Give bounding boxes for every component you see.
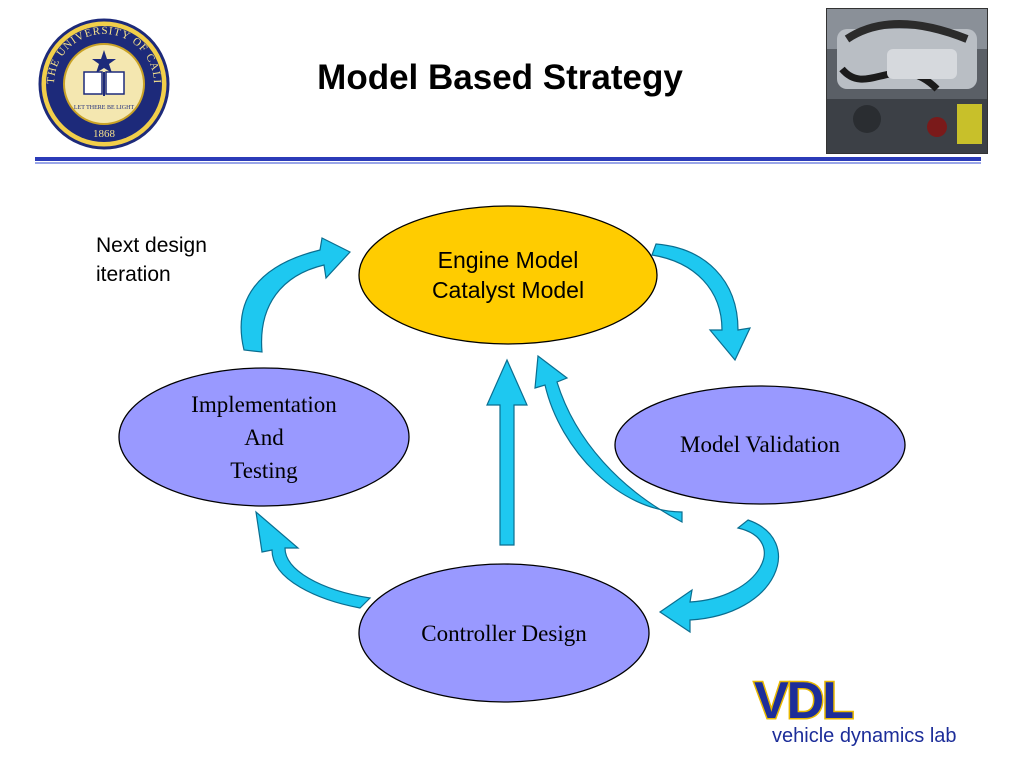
arrow-controller-to-implementation — [255, 510, 372, 609]
university-seal-logo: THE UNIVERSITY OF CALIFORNIA LET THERE B… — [34, 14, 170, 150]
validation-ellipse — [614, 385, 906, 505]
and-label: And — [244, 424, 284, 450]
arrow-engine-to-validation — [651, 243, 752, 362]
vdl-logo: VDL vehicle dynamics lab — [753, 676, 957, 747]
arrow-validation-to-engine — [534, 354, 683, 523]
model-validation-node: Model Validation — [614, 385, 906, 505]
vdl-tagline: vehicle dynamics lab — [772, 725, 957, 747]
slide-title: Model Based Strategy — [317, 58, 683, 97]
arrow-implementation-to-engine — [240, 237, 351, 353]
catalyst-model-label: Catalyst Model — [431, 277, 585, 303]
engine-photo — [826, 8, 988, 154]
controller-design-label: Controller Design — [421, 621, 587, 646]
header-rule-accent — [35, 162, 981, 164]
controller-design-node: Controller Design — [358, 564, 650, 704]
engine-model-label: Engine Model — [437, 247, 579, 273]
testing-label: Testing — [230, 457, 298, 483]
model-validation-label: Model Validation — [680, 432, 840, 457]
engine-model-ellipse — [358, 205, 658, 345]
next-iteration-note: Next design iteration — [96, 234, 207, 286]
vdl-letters: VDL — [754, 676, 853, 730]
implementation-ellipse — [118, 367, 410, 507]
arrow-controller-to-engine — [486, 358, 528, 546]
arrow-validation-to-controller — [658, 519, 779, 634]
seal-year: 1868 — [93, 128, 116, 140]
seal-motto: LET THERE BE LIGHT — [74, 105, 135, 111]
engine-model-node: Engine Model Catalyst Model — [358, 205, 658, 345]
implementation-label: Implementation — [191, 391, 337, 417]
header-rule — [35, 157, 981, 161]
controller-ellipse — [358, 563, 650, 703]
implementation-node: Implementation And Testing — [118, 367, 410, 507]
